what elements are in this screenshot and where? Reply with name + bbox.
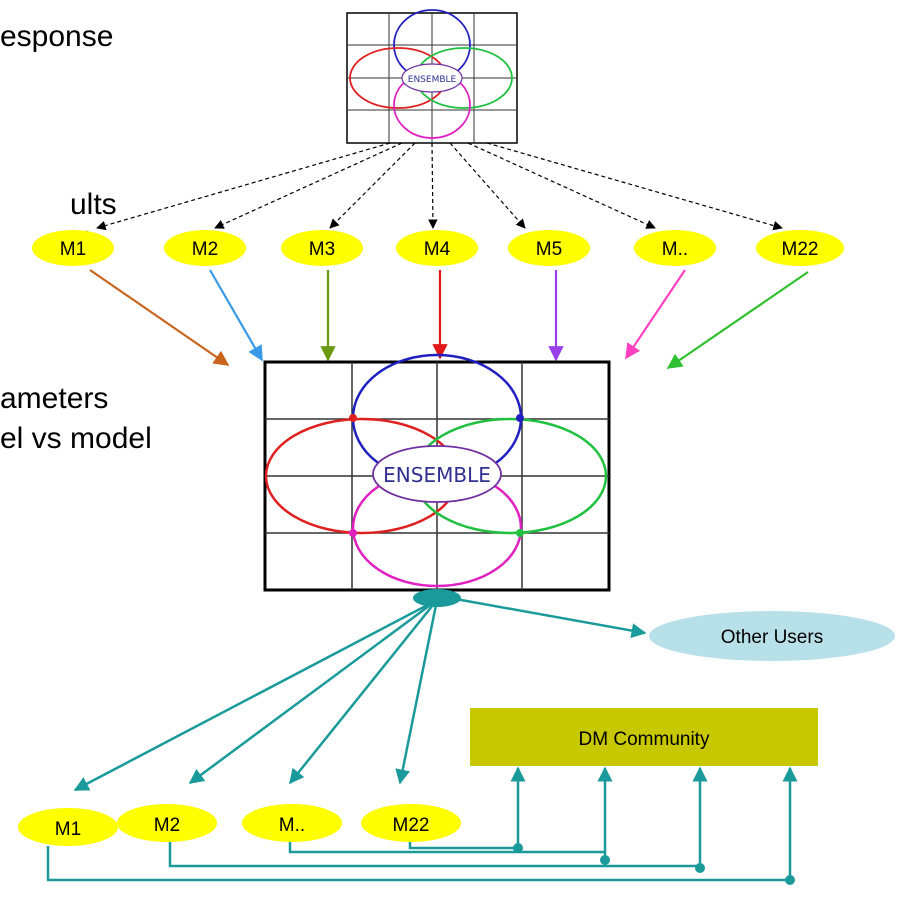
ensemble-label-large: ENSEMBLE (383, 463, 491, 487)
text-fragment-results: ults (70, 188, 117, 221)
svg-text:M22: M22 (782, 239, 819, 260)
top-models: M1 M2 M3 M4 M5 M.. M22 (32, 230, 844, 266)
svg-text:M1: M1 (55, 819, 81, 840)
model-node-top-m2: M2 (164, 230, 246, 266)
model-node-top-m5: M5 (508, 230, 590, 266)
svg-text:M4: M4 (424, 239, 451, 260)
text-fragment-model-vs-model: el vs model (0, 422, 152, 455)
svg-text:M22: M22 (393, 815, 430, 836)
text-fragment-parameters: ameters (0, 382, 109, 415)
svg-text:M2: M2 (154, 815, 180, 836)
model-node-bottom-m1: M1 (18, 808, 118, 846)
dm-community-box: DM Community (470, 708, 818, 766)
model-node-top-m22: M22 (756, 230, 844, 266)
svg-text:M5: M5 (536, 239, 562, 260)
model-node-top-m3: M3 (281, 230, 363, 266)
svg-text:M3: M3 (309, 239, 335, 260)
svg-text:M1: M1 (60, 239, 86, 260)
model-node-top-mdots: M.. (634, 230, 716, 266)
svg-text:M2: M2 (192, 239, 218, 260)
junction-dots (513, 843, 795, 885)
ensemble-label-small: ENSEMBLE (408, 75, 457, 85)
bottom-models: M1 M2 M.. M22 (18, 804, 461, 846)
output-distribution (73, 589, 647, 792)
svg-text:Other Users: Other Users (721, 627, 823, 648)
model-node-bottom-mdots: M.. (242, 804, 342, 842)
feedback-connectors (46, 766, 798, 882)
ensemble-image-large: ENSEMBLE (263, 353, 611, 592)
text-fragment-response: esponse (0, 20, 114, 53)
model-contribution-arrows (89, 269, 809, 369)
other-users-node: Other Users (649, 611, 895, 661)
dashed-distribution-arrows (96, 142, 783, 231)
svg-text:M..: M.. (662, 239, 688, 260)
model-node-top-m4: M4 (396, 230, 478, 266)
svg-text:M..: M.. (279, 815, 305, 836)
model-node-bottom-m22: M22 (361, 804, 461, 842)
svg-text:DM Community: DM Community (579, 729, 710, 750)
model-node-bottom-m2: M2 (117, 804, 217, 842)
ensemble-image-small: ENSEMBLE (346, 9, 518, 144)
model-node-top-m1: M1 (32, 230, 114, 266)
